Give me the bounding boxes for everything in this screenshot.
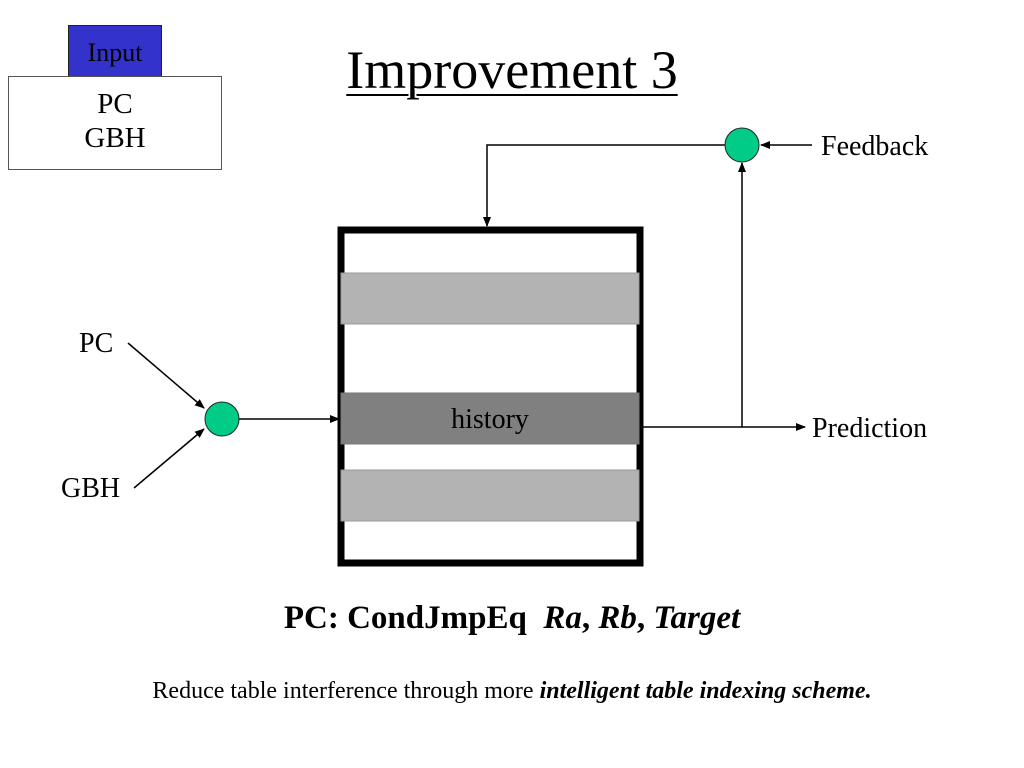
instruction-prefix: PC: CondJmpEq — [283, 600, 527, 636]
footer-plain: Reduce table interference through more — [152, 678, 540, 704]
input-box-line-pc: PC — [97, 88, 133, 120]
pc-label: PC — [79, 328, 114, 359]
feedback-label: Feedback — [821, 131, 929, 162]
table-row-history — [340, 392, 640, 445]
table-row-upper — [340, 272, 640, 325]
feedback-node — [724, 127, 760, 163]
footer-text: Reduce table interference through more i… — [0, 676, 1024, 706]
operand-ra: Ra — [543, 600, 582, 636]
gbh-label: GBH — [61, 473, 121, 504]
operand-separator-2: , — [636, 600, 654, 636]
pc-input-line — [127, 342, 205, 409]
operand-target: Target — [653, 600, 741, 636]
slide-title: Improvement 3 — [346, 40, 678, 100]
table-row-lower — [340, 469, 640, 522]
update-path — [483, 144, 725, 227]
prediction-label: Prediction — [812, 413, 928, 444]
input-tag: Input — [68, 25, 162, 77]
history-label: history — [451, 404, 529, 435]
input-box-line-gbh: GBH — [84, 122, 146, 154]
combine-node — [204, 401, 240, 437]
instruction-text: PC: CondJmpEq Ra, Rb, Target — [0, 598, 1024, 638]
footer-emphasis: intelligent table indexing scheme. — [539, 678, 872, 704]
operand-separator-1: , — [581, 600, 599, 636]
operand-rb: Rb — [598, 600, 637, 636]
gbh-input-line — [133, 428, 205, 489]
input-box: PC GBH — [8, 76, 222, 170]
